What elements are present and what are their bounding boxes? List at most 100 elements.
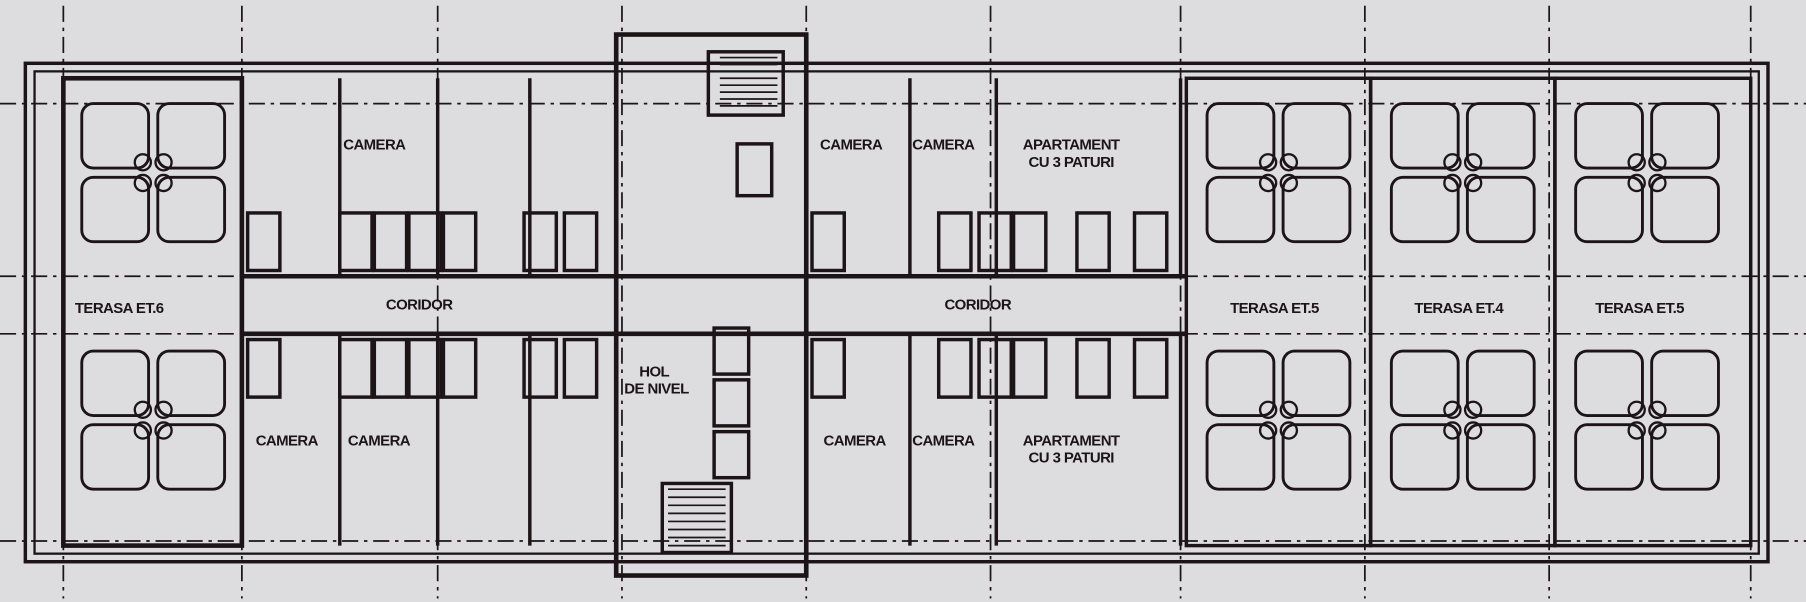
chair-icon [1463, 173, 1483, 193]
room-label: CU 3 PATURI [1029, 154, 1115, 171]
bathroom [441, 211, 478, 273]
chair-icon [1258, 400, 1278, 419]
terrace-table [1574, 102, 1720, 244]
terrace-table [1205, 349, 1352, 491]
table-quadrant [1205, 175, 1276, 244]
bathroom [1075, 337, 1111, 399]
room-partitions [245, 56, 1183, 547]
right-terrace-block-3 [1553, 76, 1753, 548]
chair-icon [1627, 153, 1646, 172]
table-quadrant [1465, 102, 1536, 170]
bathroom [407, 211, 443, 273]
terrace-table [1205, 102, 1352, 244]
bathroom [562, 211, 599, 273]
chair-icon [1648, 421, 1667, 440]
hall-label: HOL [639, 363, 669, 380]
stair-bottom [660, 481, 734, 555]
room-label: CAMERA [348, 432, 411, 449]
left-terrace-block [61, 75, 245, 548]
table-quadrant [80, 175, 151, 244]
stair-top [706, 50, 785, 117]
chair-icon [1443, 173, 1462, 193]
chair-icon [1443, 153, 1462, 172]
bathroom [522, 211, 559, 273]
chair-icon [1279, 400, 1299, 419]
table-quadrant [1574, 423, 1644, 491]
bathroom [245, 337, 282, 399]
terrace-table [1574, 349, 1720, 491]
bathroom [1011, 211, 1048, 273]
table-quadrant [80, 349, 151, 417]
terrace-table [1389, 349, 1536, 491]
elevator-3 [712, 378, 751, 428]
chair-icon [1258, 153, 1278, 172]
bathroom [407, 337, 443, 399]
bathroom [1011, 337, 1048, 399]
bathroom [338, 337, 374, 399]
bathroom [1132, 337, 1169, 399]
chair-icon [1258, 421, 1278, 440]
inner-wall [33, 70, 1760, 555]
terrace-table [1389, 102, 1536, 244]
table-quadrant [1465, 423, 1536, 491]
room-label: CU 3 PATURI [1029, 450, 1115, 467]
terrace-table [80, 349, 227, 491]
chair-icon [1648, 173, 1667, 193]
terrace-label: TERASA ET.5 [1230, 300, 1319, 317]
terrace-table [80, 102, 227, 244]
chair-icon [1443, 421, 1462, 440]
bathroom [810, 337, 846, 399]
room-label: APARTAMENT [1023, 432, 1120, 449]
corridor-label: CORIDOR [944, 297, 1011, 314]
bathroom [810, 211, 846, 273]
chair-icon [1279, 421, 1299, 440]
table-quadrant [1205, 423, 1276, 491]
chair-icon [1627, 173, 1646, 193]
bathroom [936, 337, 973, 399]
bathroom [338, 211, 374, 273]
table-quadrant [1574, 102, 1644, 170]
room-label: CAMERA [820, 137, 883, 154]
chair-icon [133, 173, 153, 193]
chair-icon [1627, 400, 1646, 419]
table-quadrant [1650, 175, 1720, 244]
elevator-4 [712, 429, 751, 480]
outer-wall [23, 61, 1770, 564]
table-quadrant [1465, 349, 1536, 417]
corridor-label: CORIDOR [386, 297, 453, 314]
chair-icon [133, 400, 153, 419]
bathroom [1132, 211, 1169, 273]
table-quadrant [1389, 102, 1460, 170]
table-quadrant [80, 423, 151, 491]
table-quadrant [156, 349, 227, 417]
chair-icon [1258, 173, 1278, 193]
chair-icon [1463, 153, 1483, 172]
chair-icon [1648, 153, 1667, 172]
chair-icon [1463, 400, 1483, 419]
bathroom [977, 337, 1013, 399]
table-quadrant [1205, 102, 1276, 170]
bathroom [1075, 211, 1111, 273]
table-quadrant [1465, 175, 1536, 244]
room-labels: CAMERA CAMERA CAMERA APARTAMENT CU 3 PAT… [75, 137, 1685, 467]
chair-icon [154, 400, 173, 419]
room-label: CAMERA [824, 432, 887, 449]
bathroom [245, 211, 282, 273]
room-label: CAMERA [912, 137, 975, 154]
table-quadrant [1650, 423, 1720, 491]
table-quadrant [1650, 102, 1720, 170]
table-quadrant [156, 175, 227, 244]
chair-icon [1279, 153, 1299, 172]
table-quadrant [1281, 175, 1352, 244]
table-quadrant [1650, 349, 1720, 417]
table-quadrant [1281, 423, 1352, 491]
table-quadrant [1281, 102, 1352, 170]
chair-icon [154, 173, 173, 193]
chair-icon [154, 153, 173, 172]
grid-axes [0, 5, 1806, 599]
walls [23, 32, 1770, 578]
chair-icon [1648, 400, 1667, 419]
chair-icon [133, 421, 153, 440]
bathroom [977, 211, 1013, 273]
